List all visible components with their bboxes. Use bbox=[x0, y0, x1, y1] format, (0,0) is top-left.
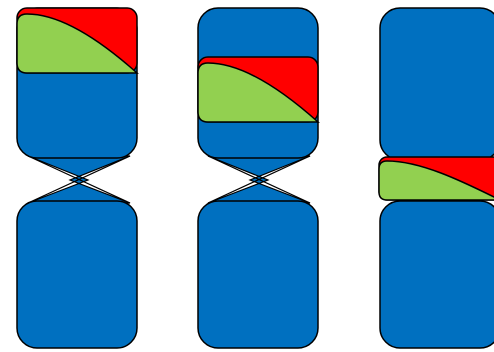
stage-2-overlay bbox=[198, 57, 318, 122]
stage-3-group bbox=[379, 8, 494, 348]
stage-1-lower-block bbox=[17, 201, 137, 348]
stage-2-lower-block bbox=[198, 201, 318, 348]
stage-3-overlay bbox=[379, 157, 494, 200]
stage-1-group bbox=[17, 8, 137, 348]
stage-2-group bbox=[198, 8, 318, 348]
stage-1-overlay bbox=[17, 8, 137, 73]
stage-3-lower-block bbox=[380, 201, 494, 348]
stage-3-upper-block bbox=[380, 8, 494, 160]
